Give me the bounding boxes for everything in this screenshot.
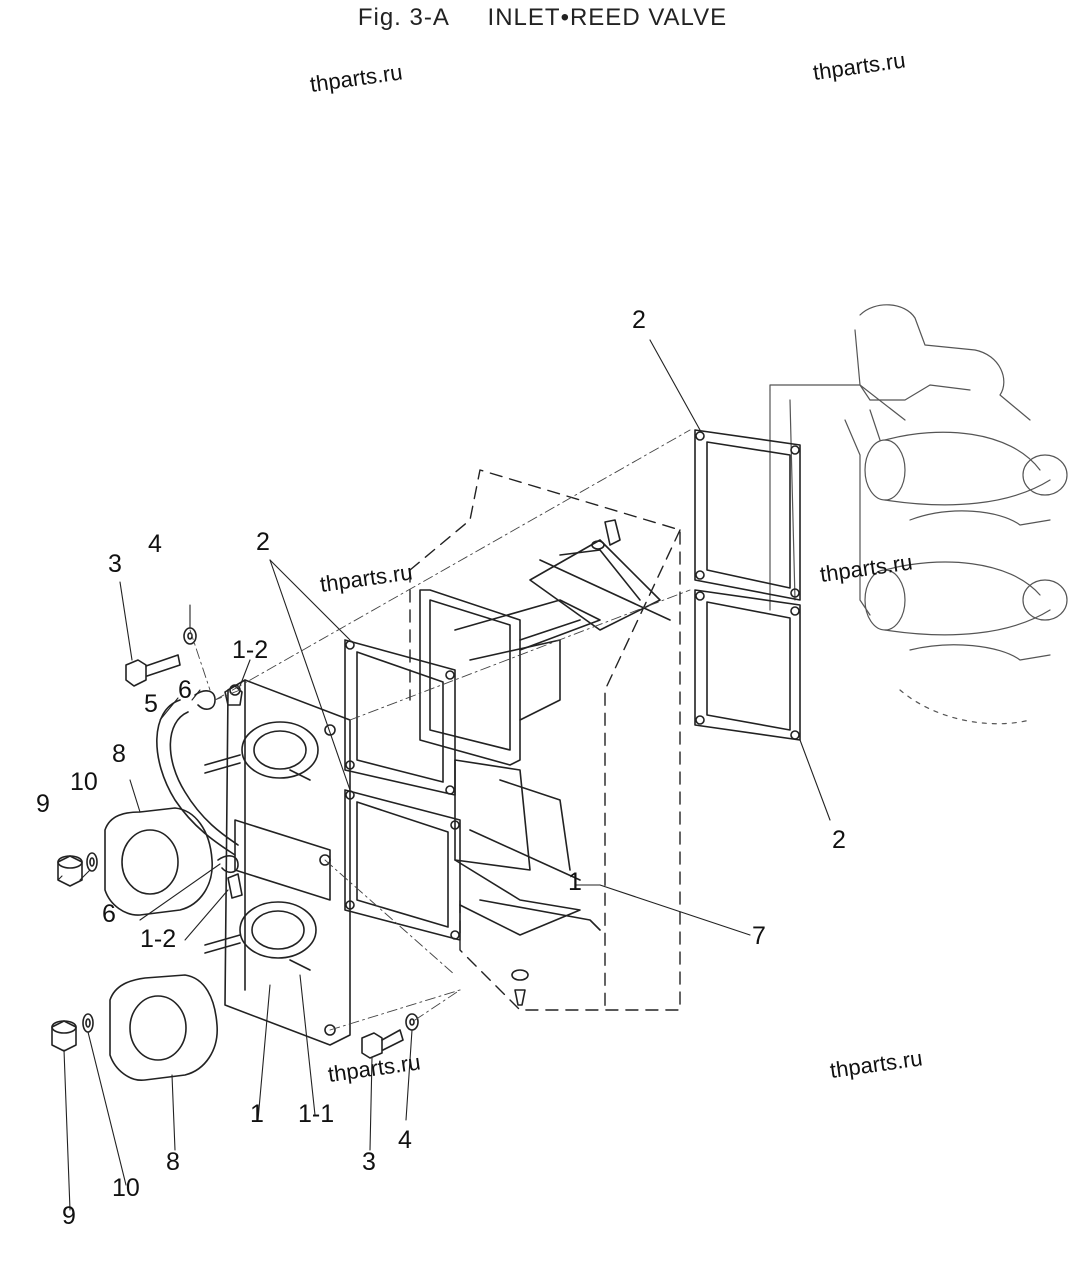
manifold-studs bbox=[204, 754, 311, 971]
washer-upper bbox=[86, 852, 98, 872]
bolt-upper bbox=[125, 654, 181, 687]
bolt-washer-lower bbox=[405, 1013, 419, 1031]
clip-upper bbox=[194, 690, 216, 710]
callout-3: 3 bbox=[108, 550, 122, 578]
fitting-upper bbox=[224, 685, 243, 706]
fitting-lower bbox=[227, 873, 243, 899]
callout-2: 2 bbox=[832, 826, 846, 854]
callout-2: 2 bbox=[256, 528, 270, 556]
hose bbox=[156, 699, 239, 856]
callout-4: 4 bbox=[398, 1126, 412, 1154]
callout-1: 1 bbox=[250, 1100, 264, 1128]
callout-9: 9 bbox=[62, 1202, 76, 1230]
callout-9: 9 bbox=[36, 790, 50, 818]
gasket-center-upper bbox=[344, 639, 456, 796]
callout-8: 8 bbox=[166, 1148, 180, 1176]
callout-8: 8 bbox=[112, 740, 126, 768]
nut-upper bbox=[57, 855, 83, 887]
gasket-center-lower bbox=[344, 789, 461, 941]
reed-valve-body-lower bbox=[454, 759, 601, 936]
callout-6: 6 bbox=[178, 676, 192, 704]
reed-screws bbox=[511, 519, 621, 1006]
callout-6: 6 bbox=[102, 900, 116, 928]
gasket-lower-right bbox=[694, 589, 801, 741]
callout-1-1: 1-1 bbox=[298, 1100, 335, 1128]
callout-7: 7 bbox=[752, 922, 766, 950]
engine-block bbox=[769, 304, 1068, 725]
callout-10: 10 bbox=[70, 768, 98, 796]
leader-lines bbox=[57, 339, 831, 1211]
intake-manifold bbox=[224, 679, 351, 1046]
clip-lower bbox=[217, 855, 239, 874]
flange-gasket-lower bbox=[109, 974, 218, 1081]
callout-5: 5 bbox=[144, 690, 158, 718]
callout-10: 10 bbox=[112, 1174, 140, 1202]
callout-1-reed: 1 bbox=[568, 868, 582, 896]
reed-valve-assembly-boundary bbox=[409, 469, 681, 1011]
callout-1-2: 1-2 bbox=[140, 925, 177, 953]
callout-1-2: 1-2 bbox=[232, 636, 269, 664]
figure-number: Fig. 3-A bbox=[357, 4, 450, 31]
washer-lower bbox=[82, 1013, 94, 1033]
reed-valve-body-upper bbox=[419, 539, 671, 766]
alignment-lines bbox=[189, 429, 691, 1031]
callout-4: 4 bbox=[148, 530, 162, 558]
callout-3: 3 bbox=[362, 1148, 376, 1176]
callout-2: 2 bbox=[632, 306, 646, 334]
bolt-lower bbox=[361, 1029, 404, 1059]
figure-title: Fig. 3-A INLET•REED VALVE bbox=[0, 4, 1085, 32]
flange-gasket-upper bbox=[104, 807, 213, 916]
nut-lower bbox=[51, 1020, 77, 1052]
gasket-upper-right bbox=[694, 429, 801, 601]
figure-name: INLET•REED VALVE bbox=[487, 4, 728, 31]
